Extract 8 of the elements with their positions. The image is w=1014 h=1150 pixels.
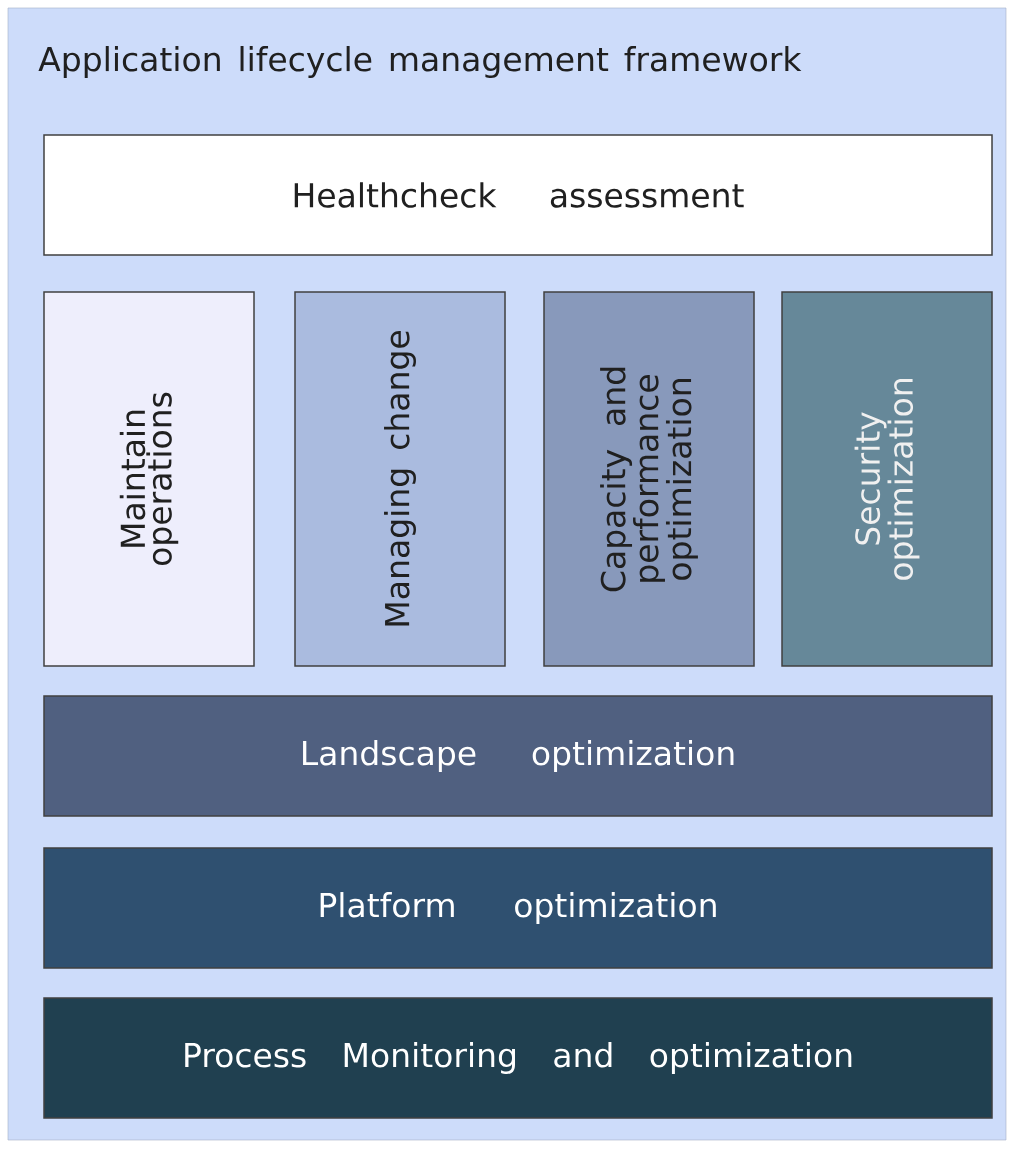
- layer-box: Process Monitoring and optimization: [43, 997, 993, 1119]
- layer-box: Landscape optimization: [43, 695, 993, 817]
- column-box: Managing change: [294, 291, 506, 667]
- layer-box: Healthcheck assessment: [43, 134, 993, 256]
- layer-box: Platform optimization: [43, 847, 993, 969]
- column-box: Maintain operations: [43, 291, 255, 667]
- column-box: Security optimization: [781, 291, 993, 667]
- column-box: Capacity and performance optimization: [543, 291, 755, 667]
